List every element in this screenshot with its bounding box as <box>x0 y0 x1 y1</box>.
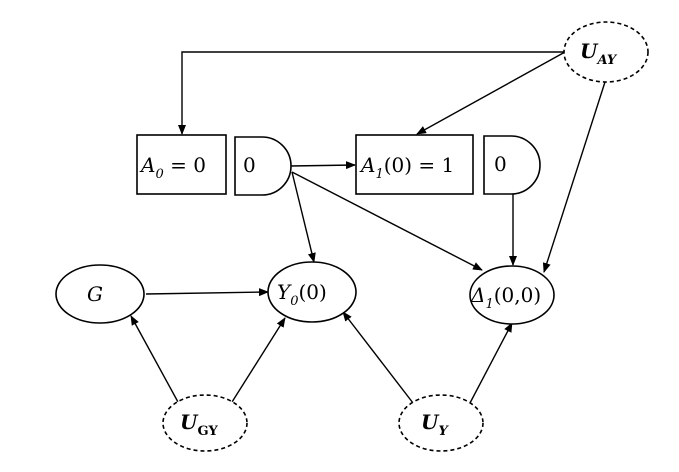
edge-g-y0 <box>145 288 269 297</box>
node-delta1: Δ1(0,0) <box>469 265 555 325</box>
edge-uay-a1 <box>416 51 566 135</box>
edge-half0-y0 <box>291 171 316 263</box>
edge-ugy-y0 <box>231 317 286 403</box>
edges <box>130 51 606 404</box>
svg-text:Δ1(0,0): Δ1(0,0) <box>470 283 541 312</box>
node-half0-left: 0 <box>234 136 292 196</box>
svg-text:0: 0 <box>494 152 507 176</box>
edge-uay-a0 <box>178 51 565 135</box>
svg-text:UY: UY <box>421 410 449 439</box>
svg-text:A1(0) = 1: A1(0) = 1 <box>359 153 454 182</box>
node-u-ay: UAY <box>563 21 649 83</box>
node-a1: A1(0) = 1 <box>355 134 474 195</box>
edge-uay-delta1 <box>542 81 606 273</box>
edge-half0-a1 <box>289 161 356 170</box>
edge-ugy-g <box>130 315 179 403</box>
node-u-gy: UGY <box>162 394 248 452</box>
svg-text:G: G <box>87 282 103 306</box>
svg-text:0: 0 <box>243 153 256 177</box>
svg-text:Y0(0): Y0(0) <box>277 280 327 309</box>
svg-text:UGY: UGY <box>180 410 219 439</box>
edge-uy-delta1 <box>469 322 513 404</box>
node-a0: A0 = 0 <box>136 134 227 195</box>
edge-uy-y0 <box>342 311 414 404</box>
node-y0: Y0(0) <box>267 261 357 323</box>
svg-text:A0 = 0: A0 = 0 <box>139 153 206 182</box>
svg-text:UAY: UAY <box>580 39 618 68</box>
edge-half0-delta1 <box>291 171 483 271</box>
node-half0-right: 0 <box>483 135 541 195</box>
node-g: G <box>55 264 145 324</box>
node-u-y: UY <box>398 394 484 452</box>
